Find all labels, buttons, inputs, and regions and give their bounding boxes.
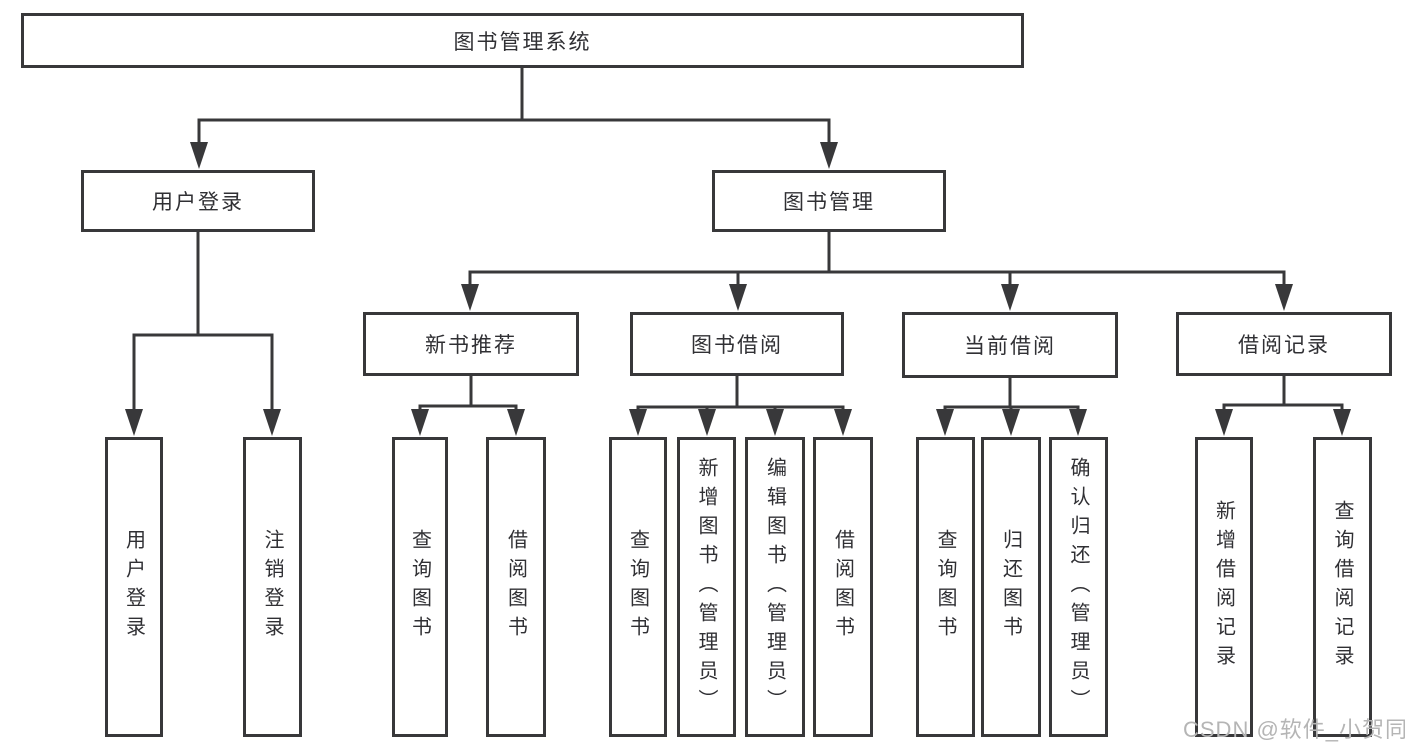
- node-borrow-records: 借阅记录: [1176, 312, 1392, 376]
- node-label: 图书管理: [783, 191, 875, 214]
- node-book-management: 图书管理: [712, 170, 946, 232]
- leaf-borrow-books: 借阅图书: [813, 437, 873, 737]
- node-label: 当前借阅: [964, 335, 1056, 358]
- node-label: 图书管理系统: [453, 30, 592, 54]
- node-current-borrow: 当前借阅: [902, 312, 1118, 378]
- node-label: 归还图书: [999, 529, 1022, 645]
- node-label: 查询借阅记录: [1331, 500, 1353, 674]
- node-book-borrow: 图书借阅: [630, 312, 844, 376]
- watermark: CSDN @软件_小贺同学: [1183, 717, 1405, 742]
- node-label: 查询图书: [408, 529, 431, 645]
- node-label: 查询图书: [934, 529, 956, 645]
- node-label: 新增图书（管理员）: [695, 456, 717, 718]
- node-new-book-recommend: 新书推荐: [363, 312, 579, 376]
- leaf-logout: 注销登录: [243, 437, 302, 737]
- leaf-query-books-current: 查询图书: [916, 437, 975, 737]
- node-label: 图书借阅: [691, 334, 783, 357]
- leaf-return-books: 归还图书: [981, 437, 1041, 737]
- node-label: 注销登录: [261, 529, 283, 645]
- leaf-add-books-admin: 新增图书（管理员）: [677, 437, 736, 737]
- leaf-borrow-books-recommend: 借阅图书: [486, 437, 546, 737]
- node-label: 新增借阅记录: [1212, 500, 1235, 674]
- leaf-query-borrow-record: 查询借阅记录: [1313, 437, 1372, 737]
- arrowheads: [125, 142, 1351, 436]
- node-label: 新书推荐: [425, 334, 517, 357]
- node-label: 用户登录: [152, 191, 244, 214]
- node-label: 查询图书: [626, 529, 649, 645]
- node-label: 确认归还（管理员）: [1067, 456, 1089, 718]
- node-label: 借阅图书: [504, 529, 527, 645]
- node-label: 借阅图书: [831, 529, 854, 645]
- node-label: 用户登录: [122, 529, 145, 645]
- leaf-query-books-borrow: 查询图书: [609, 437, 667, 737]
- node-root: 图书管理系统: [21, 13, 1024, 68]
- leaf-user-login: 用户登录: [105, 437, 163, 737]
- leaf-query-books-recommend: 查询图书: [392, 437, 448, 737]
- leaf-confirm-return-admin: 确认归还（管理员）: [1049, 437, 1108, 737]
- leaf-edit-books-admin: 编辑图书（管理员）: [745, 437, 805, 737]
- node-user-login: 用户登录: [81, 170, 315, 232]
- node-label: 借阅记录: [1238, 334, 1330, 357]
- leaf-add-borrow-record: 新增借阅记录: [1195, 437, 1253, 737]
- node-label: 编辑图书（管理员）: [763, 456, 786, 718]
